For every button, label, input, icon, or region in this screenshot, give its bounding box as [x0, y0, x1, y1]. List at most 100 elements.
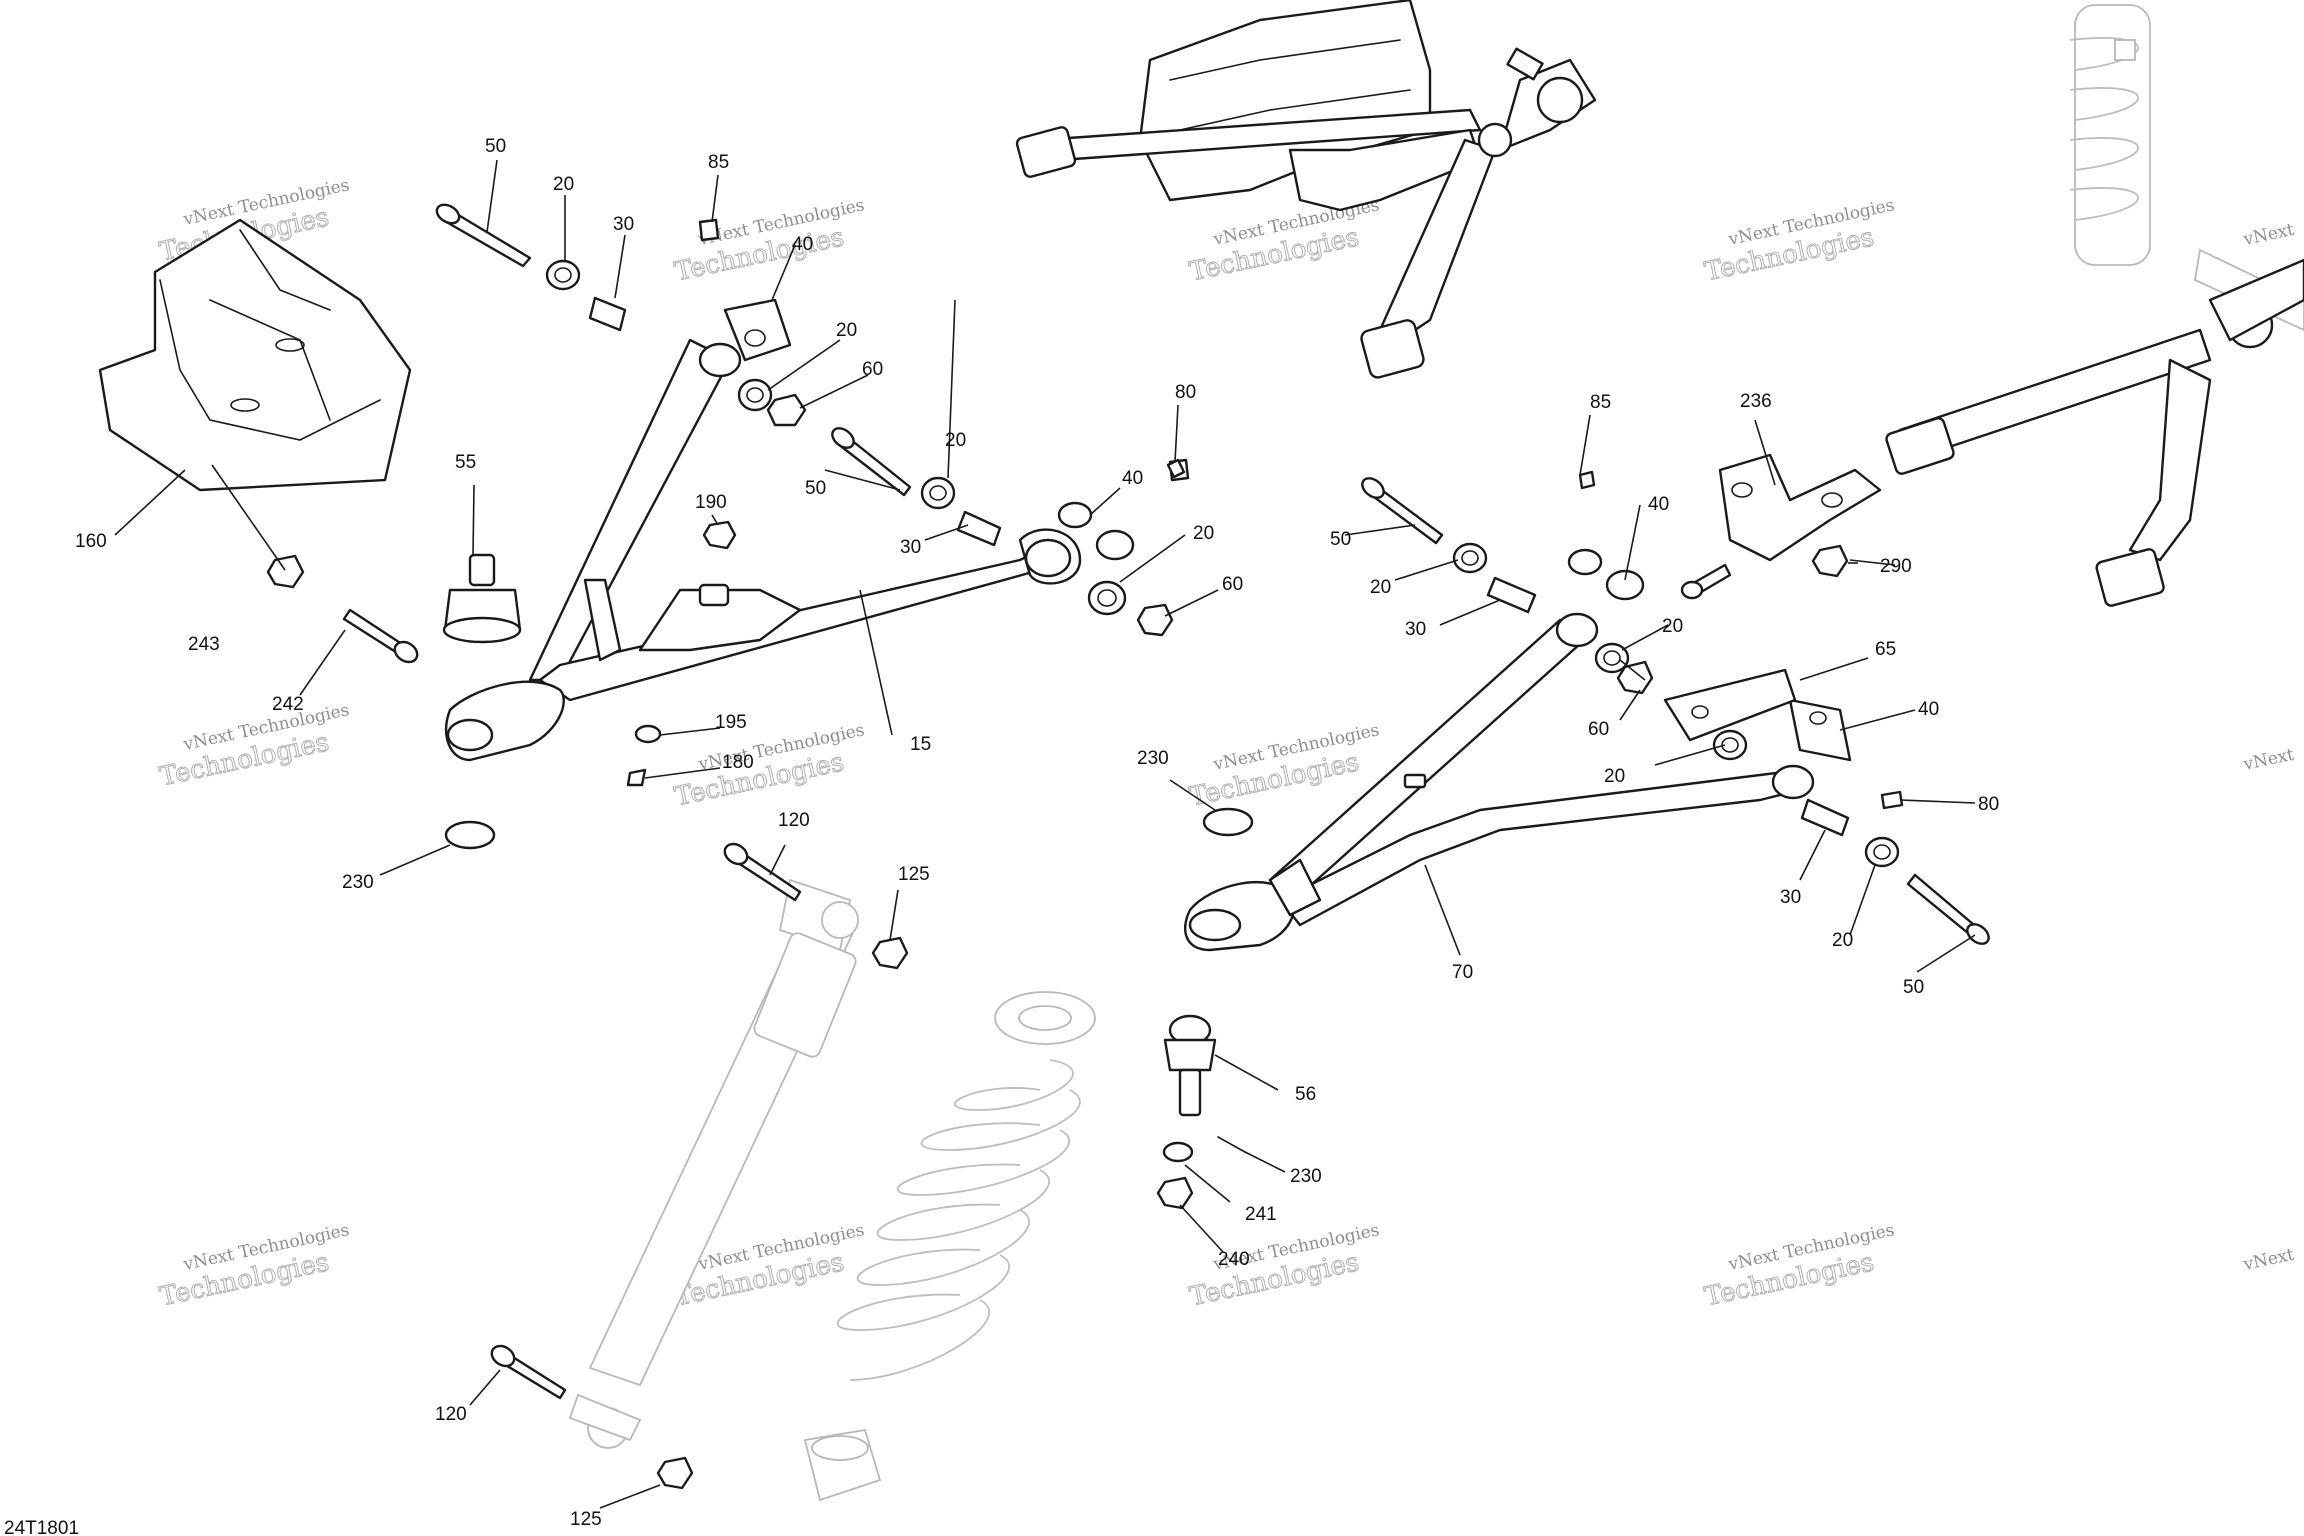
skid-plate-icon — [98, 218, 412, 492]
grease-fitting-icon — [1578, 470, 1596, 490]
ball-joint-icon — [442, 553, 522, 644]
nut-icon — [702, 520, 737, 550]
callout-240: 240 — [1218, 1249, 1250, 1270]
callout-236: 236 — [1740, 391, 1772, 412]
callout-40: 40 — [792, 234, 813, 255]
bushing-icon — [1712, 729, 1748, 761]
bracket-icon — [1663, 668, 1797, 742]
callout-230: 230 — [342, 872, 374, 893]
callout-50: 50 — [485, 136, 506, 157]
bolt-icon — [435, 203, 532, 268]
bolt-icon — [1906, 873, 1990, 945]
bushing-icon — [956, 510, 1002, 547]
callout-30: 30 — [1405, 619, 1426, 640]
callout-20: 20 — [1604, 766, 1625, 787]
watermark-text: vNext — [2241, 1245, 2296, 1275]
callout-50: 50 — [1330, 529, 1351, 550]
watermark-text: vNext — [2241, 745, 2296, 775]
nut-icon — [1156, 1176, 1194, 1210]
lower-a-arm-icon — [444, 338, 1082, 762]
callout-labels: 50 20 30 85 40 20 60 20 50 80 40 30 20 6… — [75, 136, 1999, 1530]
watermark-text: vNext — [2241, 220, 2296, 250]
callout-20: 20 — [1193, 523, 1214, 544]
callout-190: 190 — [695, 492, 727, 513]
bolt-icon — [342, 608, 419, 664]
callout-80: 80 — [1978, 794, 1999, 815]
callout-120: 120 — [435, 1404, 467, 1425]
callout-56: 56 — [1295, 1084, 1316, 1105]
callout-120: 120 — [778, 810, 810, 831]
bushing-icon — [1087, 580, 1127, 616]
callout-40: 40 — [1122, 468, 1143, 489]
bolt-icon — [831, 427, 912, 497]
bushing-icon — [920, 476, 956, 510]
bushing-icon — [1486, 576, 1537, 614]
callout-30: 30 — [1780, 887, 1801, 908]
retaining-ring-icon — [1202, 807, 1254, 837]
callout-180: 180 — [722, 752, 754, 773]
grease-fitting-icon — [1880, 790, 1904, 810]
callout-20: 20 — [553, 174, 574, 195]
bushing-icon — [1594, 642, 1630, 674]
bushing-icon — [1864, 836, 1900, 868]
nut-icon — [656, 1456, 694, 1490]
callout-125: 125 — [570, 1509, 602, 1530]
callout-20: 20 — [945, 430, 966, 451]
washer-icon — [1162, 1141, 1194, 1163]
nut-icon — [1136, 603, 1174, 637]
callout-230: 230 — [1137, 748, 1169, 769]
grease-fitting-icon — [698, 218, 720, 242]
retaining-ring-icon — [1217, 1136, 1246, 1153]
callout-80: 80 — [1175, 382, 1196, 403]
callout-125: 125 — [898, 864, 930, 885]
callout-50: 50 — [1903, 977, 1924, 998]
ball-joint-icon — [1163, 1014, 1217, 1117]
washer-icon — [723, 298, 792, 362]
callout-160: 160 — [75, 531, 107, 552]
diagram-id: 24T1801 — [4, 1518, 79, 1536]
callout-15: 15 — [910, 734, 931, 755]
callout-242: 242 — [272, 694, 304, 715]
washer-icon — [634, 724, 662, 744]
lower-a-arm-icon — [1183, 612, 1815, 952]
callout-20: 20 — [836, 320, 857, 341]
bushing-icon — [737, 378, 773, 412]
callout-290: 290 — [1880, 556, 1912, 577]
callout-70: 70 — [1452, 962, 1473, 983]
callout-55: 55 — [455, 452, 476, 473]
callout-243: 243 — [188, 634, 220, 655]
bracket-icon — [1718, 453, 1882, 562]
nut-icon — [871, 936, 909, 970]
callout-40: 40 — [1918, 699, 1939, 720]
bolt-icon — [1361, 477, 1444, 545]
bushing-icon — [545, 259, 581, 291]
bracket-icon — [1788, 698, 1852, 762]
callout-195: 195 — [715, 712, 747, 733]
nut-icon — [766, 393, 807, 427]
callout-85: 85 — [1590, 392, 1611, 413]
callout-60: 60 — [1222, 574, 1243, 595]
nut-icon — [1811, 544, 1849, 578]
callout-241: 241 — [1245, 1204, 1277, 1225]
callout-30: 30 — [613, 214, 634, 235]
callout-230: 230 — [1290, 1166, 1322, 1187]
coil-spring-icon — [803, 991, 1096, 1502]
leader-lines — [114, 159, 1976, 1509]
nut-icon — [1616, 660, 1654, 695]
upper-a-arm-icon — [1015, 0, 1597, 379]
retaining-ring-icon — [444, 820, 496, 850]
bolt-icon — [490, 1344, 567, 1400]
pin-icon — [626, 768, 647, 787]
callout-20: 20 — [1370, 577, 1391, 598]
washer-icon — [1567, 548, 1645, 601]
bushing-icon — [1452, 542, 1488, 574]
bushing-icon — [588, 296, 627, 332]
callout-20: 20 — [1662, 616, 1683, 637]
callout-60: 60 — [862, 359, 883, 380]
bushing-icon — [1800, 798, 1850, 837]
callout-85: 85 — [708, 152, 729, 173]
upper-a-arm-icon — [1885, 258, 2304, 607]
bolt-icon — [723, 842, 802, 902]
shock-absorber-icon — [568, 878, 860, 1449]
